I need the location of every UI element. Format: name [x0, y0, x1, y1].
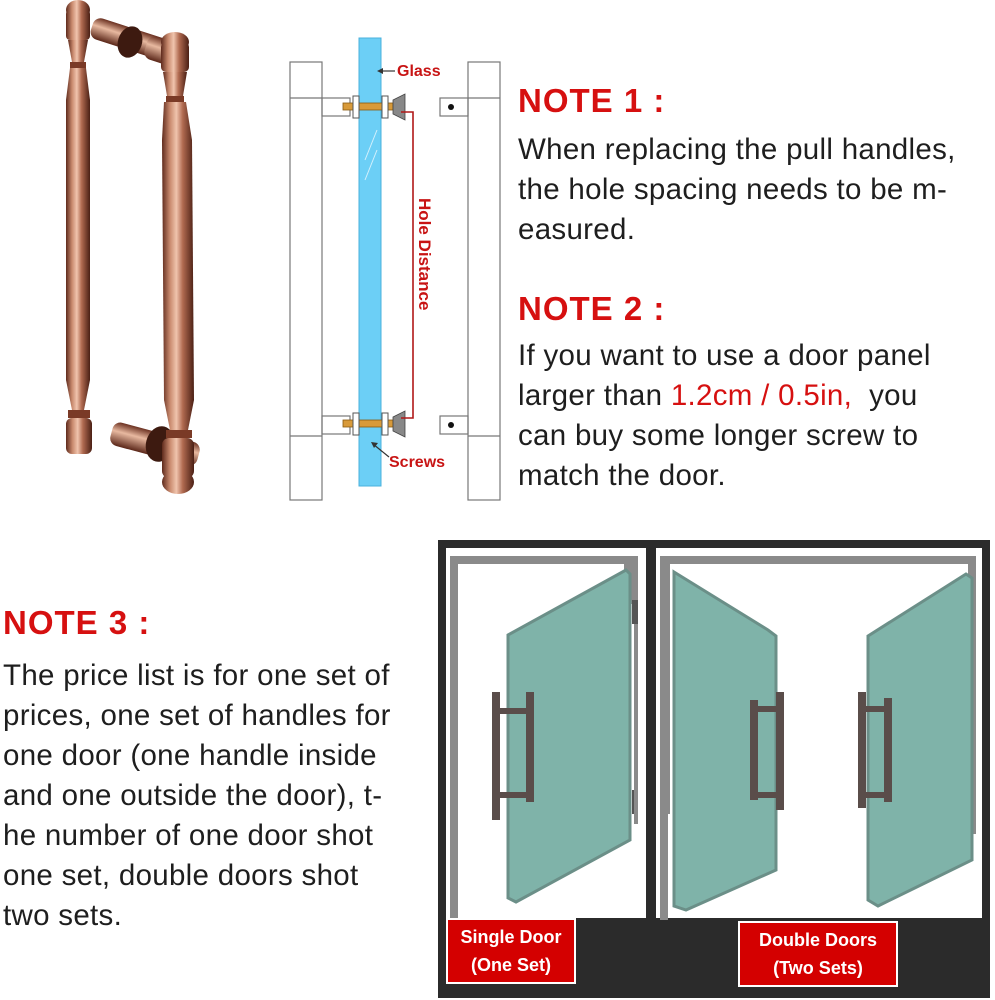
panel-thickness-highlight: 1.2cm / 0.5in,: [670, 379, 853, 412]
hole-distance-label: Hole Distance: [415, 198, 434, 310]
single-door-label-line2: (One Set): [470, 955, 551, 975]
installation-diagram: Glass Screws Hole Distance: [289, 37, 501, 501]
note1-text: When replacing the pull handles, the hol…: [518, 130, 956, 250]
double-door-label-line1: Double Doors: [758, 930, 877, 950]
note2-line: If you want to use a door panel: [518, 339, 931, 372]
single-door-label: Single Door (One Set): [446, 918, 576, 984]
note1-line: easured.: [518, 213, 636, 246]
note3-text: The price list is for one set of prices,…: [3, 656, 391, 936]
note3-line: prices, one set of handles for: [3, 699, 391, 732]
note1-title: NOTE 1 :: [518, 82, 666, 119]
note2-line-text: you: [852, 379, 918, 412]
note2-text: If you want to use a door panel larger t…: [518, 336, 931, 496]
glass-label: Glass: [397, 63, 441, 80]
door-illustrations: [446, 548, 982, 920]
note2-line: match the door.: [518, 459, 726, 492]
note3-line: one door (one handle inside: [3, 739, 377, 772]
glass-panel: [358, 37, 382, 487]
double-doors: [660, 556, 976, 920]
note3-line: and one outside the door), t-: [3, 779, 383, 812]
note2-line: can buy some longer screw to: [518, 419, 919, 452]
note3-title: NOTE 3 :: [3, 604, 151, 641]
door-illustration-panel: Single Door (One Set) Double Doors (Two …: [438, 540, 990, 998]
note2-line: larger than 1.2cm / 0.5in, you: [518, 376, 931, 416]
note3-line: two sets.: [3, 899, 123, 932]
note3-line: The price list is for one set of: [3, 659, 390, 692]
screws-label: Screws: [389, 454, 445, 471]
single-door-label-line1: Single Door: [460, 927, 562, 947]
note2-line-text: larger than: [518, 379, 671, 412]
double-door-label: Double Doors (Two Sets): [738, 921, 898, 987]
note3-line: he number of one door shot: [3, 819, 374, 852]
note1-line: the hole spacing needs to be m-: [518, 173, 948, 206]
note3-line: one set, double doors shot: [3, 859, 359, 892]
note2-title: NOTE 2 :: [518, 290, 666, 327]
right-handle-outline: [467, 61, 501, 501]
pull-handle-product-image: [66, 0, 200, 494]
note1-line: When replacing the pull handles,: [518, 133, 956, 166]
left-handle-outline: [289, 61, 323, 501]
top-screw: [342, 93, 406, 121]
double-door-label-line2: (Two Sets): [773, 958, 863, 978]
single-door: [450, 556, 638, 920]
